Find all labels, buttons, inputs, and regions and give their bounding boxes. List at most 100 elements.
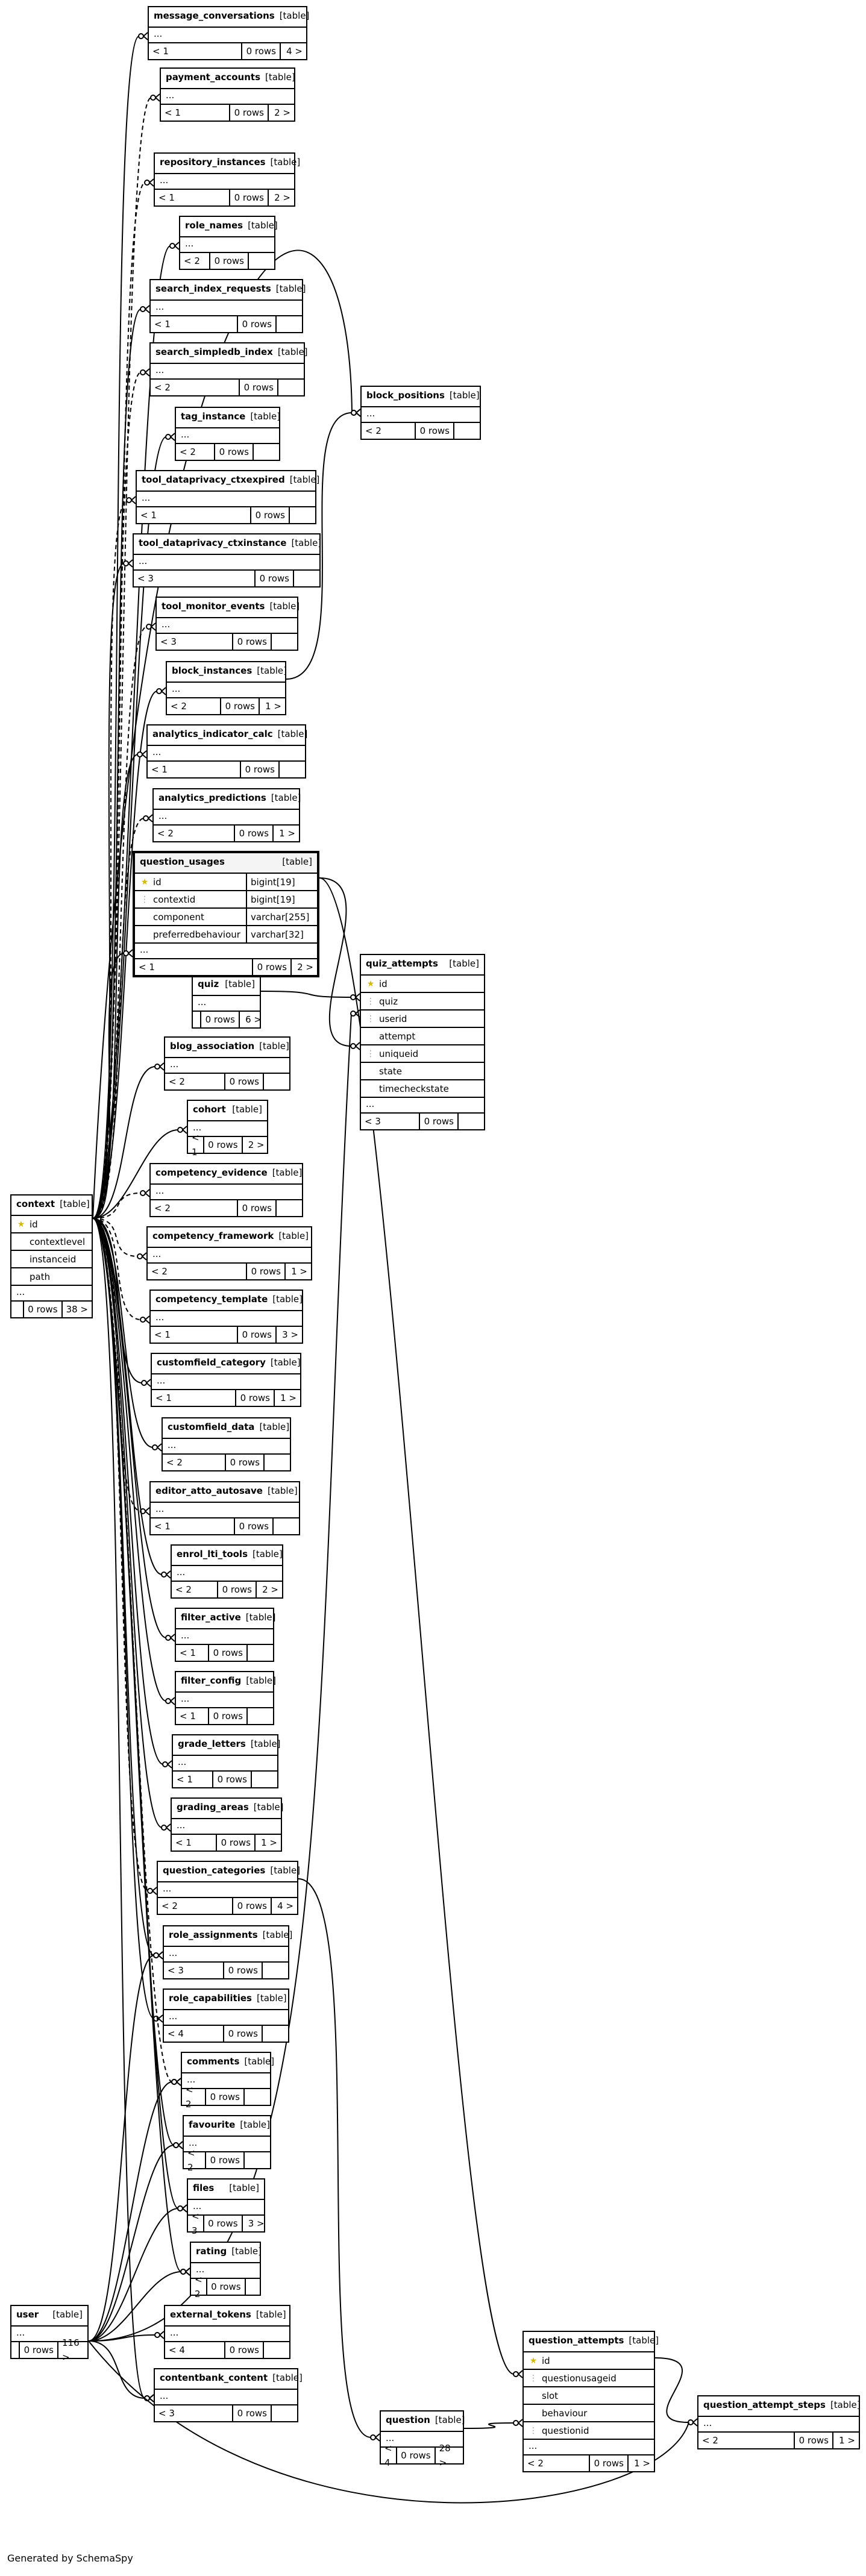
column-row[interactable]: ★id <box>11 1216 92 1233</box>
children-count: 1 > <box>284 1264 311 1279</box>
column-row[interactable]: instanceid <box>11 1251 92 1268</box>
column-row[interactable]: ★id <box>524 2352 654 2370</box>
row-count: 0 rows <box>234 1518 272 1534</box>
column-row[interactable]: ★id <box>361 976 484 993</box>
children-count: 1 > <box>254 1835 281 1851</box>
crows-foot-marker <box>165 1634 175 1642</box>
parents-count: < 2 <box>171 701 187 712</box>
children-count <box>275 1200 302 1216</box>
table-tool-dataprivacy-ctxinstance[interactable]: tool_dataprivacy_ctxinstance[table]...< … <box>133 533 321 588</box>
column-row[interactable]: ⋮questionid <box>524 2422 654 2440</box>
column-row[interactable]: path <box>11 1268 92 1286</box>
column-name: timecheckstate <box>379 1083 449 1094</box>
parents-count: < 2 <box>157 828 174 839</box>
parents-count: < 2 <box>154 382 171 393</box>
children-count <box>248 253 274 269</box>
crows-foot-marker <box>165 1697 175 1705</box>
column-name: instanceid <box>30 1253 77 1265</box>
parents-count: < 2 <box>184 255 200 266</box>
table-type: [table] <box>259 1041 289 1051</box>
more-columns: ... <box>134 555 319 571</box>
relationship-edge <box>88 1955 155 2342</box>
table-name: editor_atto_autosave <box>155 1485 263 1496</box>
more-columns: ... <box>167 683 285 698</box>
table-type: [table] <box>435 2415 465 2425</box>
column-row[interactable]: attempt <box>361 1028 484 1045</box>
table-type: [table] <box>240 2119 270 2130</box>
more-columns: ... <box>193 996 260 1012</box>
column-row[interactable]: contextlevel <box>11 1233 92 1251</box>
column-row[interactable]: ⋮questionusageid <box>524 2370 654 2387</box>
column-row[interactable]: behaviour <box>524 2405 654 2422</box>
table-type: [table] <box>248 220 278 231</box>
row-count: 0 rows <box>232 1898 271 1914</box>
table-header: user[table] <box>11 2306 87 2327</box>
crows-foot-marker <box>350 993 360 1001</box>
table-name: role_names <box>185 220 243 231</box>
column-row[interactable]: timecheckstate <box>361 1080 484 1098</box>
parents-count: < 1 <box>139 962 155 973</box>
column-row[interactable]: slot <box>524 2387 654 2405</box>
column-row[interactable]: state <box>361 1063 484 1080</box>
table-tool-dataprivacy-ctxexpired[interactable]: tool_dataprivacy_ctxexpired[table]...< 1… <box>136 470 319 524</box>
table-name: analytics_predictions <box>158 792 266 803</box>
crows-foot-marker <box>153 1951 163 1960</box>
more-columns: ... <box>135 944 317 959</box>
column-row[interactable]: ⋮userid <box>361 1011 484 1028</box>
table-header: quiz_attempts[table] <box>361 955 484 976</box>
column-row[interactable]: ⋮uniqueid <box>361 1045 484 1063</box>
column-row[interactable]: ⋮quiz <box>361 993 484 1011</box>
children-count <box>275 316 302 332</box>
relationship-edge <box>92 1218 154 1448</box>
table-question-attempts[interactable]: question_attempts[table]★id⋮questionusag… <box>522 2331 659 2472</box>
